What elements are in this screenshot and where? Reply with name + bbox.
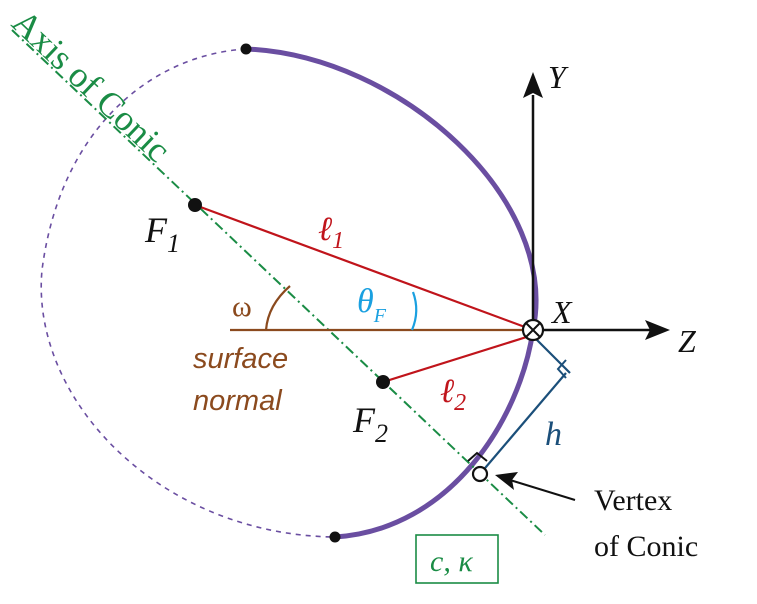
vertex-pointer-line — [509, 479, 576, 501]
focus-f1-label: F1 — [144, 210, 180, 258]
h-perpendicular-line — [532, 335, 571, 374]
ray-l1-label: ℓ1 — [318, 211, 344, 254]
y-axis-arrowhead — [523, 72, 543, 98]
theta-f-label: θF — [357, 283, 387, 327]
h-right-angle-marker — [556, 359, 567, 379]
vertex-label-line1: Vertex — [594, 484, 672, 517]
x-axis-label: X — [550, 294, 573, 330]
vertex-right-angle-marker — [467, 451, 488, 462]
z-axis-arrowhead — [645, 320, 670, 340]
vertex-pointer-arrowhead — [495, 472, 518, 490]
z-axis-label: Z — [678, 323, 697, 359]
conic-axis-line — [11, 29, 546, 536]
omega-arc — [264, 285, 291, 331]
focus-f1-point — [188, 198, 202, 212]
h-distance-line — [479, 372, 567, 475]
surface-normal-label-line2: normal — [193, 385, 283, 417]
axis-of-conic-label: Axis of Conic — [4, 2, 178, 170]
ray-l2 — [382, 333, 534, 384]
conic-endpoint-top — [240, 43, 252, 55]
omega-label: ω — [232, 290, 252, 323]
focus-f2-point — [376, 375, 390, 389]
conic-params-box — [415, 534, 499, 584]
conic-dashed-outline — [40, 48, 336, 538]
h-label: h — [545, 416, 562, 453]
origin-cross-2 — [525, 322, 541, 338]
conic-params-label: c, κ — [430, 545, 473, 578]
surface-normal-label-line1: surface — [193, 343, 288, 375]
vertex-point — [471, 465, 489, 483]
y-axis-label: Y — [548, 59, 569, 95]
vertex-label-line2: of Conic — [594, 530, 698, 563]
focus-f2-label: F2 — [352, 400, 388, 448]
conic-solid-segment — [245, 46, 539, 540]
ray-l2-label: ℓ2 — [440, 373, 466, 416]
conic-endpoint-bottom — [329, 531, 341, 543]
ray-l1 — [194, 203, 534, 332]
theta-arc — [410, 291, 418, 331]
